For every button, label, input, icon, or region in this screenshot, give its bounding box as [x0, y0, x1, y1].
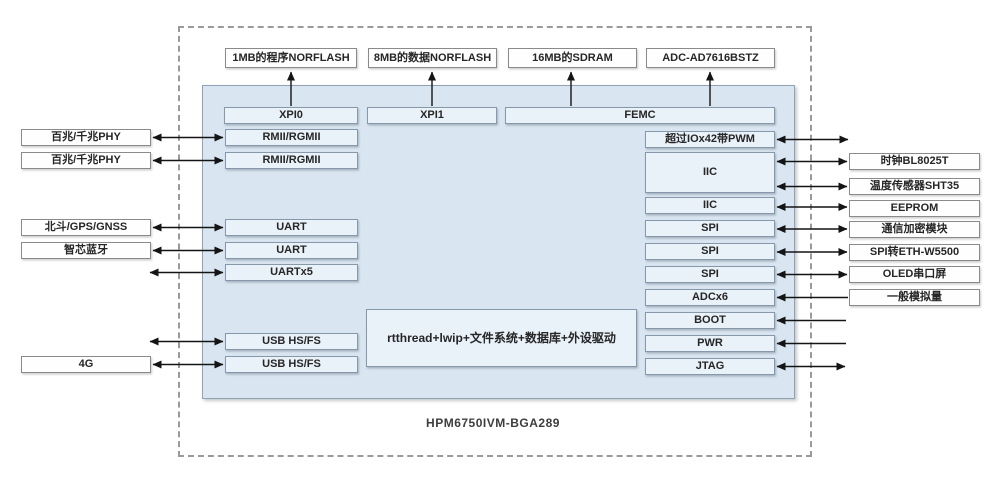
chip-name-label: HPM6750IVM-BGA289 [426, 416, 560, 430]
device-eeprom: EEPROM [849, 200, 980, 217]
port-femc: FEMC [505, 107, 775, 124]
device-rtc-bl8025t: 时钟BL8025T [849, 153, 980, 170]
port-uart-2: UART [225, 242, 358, 259]
port-xpi0: XPI0 [224, 107, 358, 124]
port-uart-1: UART [225, 219, 358, 236]
port-spi-3: SPI [645, 266, 775, 283]
device-phy-2: 百兆/千兆PHY [21, 152, 151, 169]
port-rmii-rgmii-2: RMII/RGMII [225, 152, 358, 169]
device-crypto-module: 通信加密模块 [849, 221, 980, 238]
port-adcx6: ADCx6 [645, 289, 775, 306]
device-4g: 4G [21, 356, 151, 373]
device-adc-ad7616: ADC-AD7616BSTZ [646, 48, 775, 68]
port-boot: BOOT [645, 312, 775, 329]
device-gnss: 北斗/GPS/GNSS [21, 219, 151, 236]
device-sht35: 温度传感器SHT35 [849, 178, 980, 195]
port-usb-2: USB HS/FS [225, 356, 358, 373]
port-pwr: PWR [645, 335, 775, 352]
port-iic-2: IIC [645, 197, 775, 214]
device-phy-1: 百兆/千兆PHY [21, 129, 151, 146]
device-bluetooth: 智芯蓝牙 [21, 242, 151, 259]
device-oled: OLED串口屏 [849, 266, 980, 283]
port-iic-1: IIC [645, 152, 775, 193]
device-analog: 一般模拟量 [849, 289, 980, 306]
port-pwm: 超过IOx42带PWM [645, 131, 775, 148]
device-w5500: SPI转ETH-W5500 [849, 244, 980, 261]
port-spi-2: SPI [645, 243, 775, 260]
device-sdram: 16MB的SDRAM [508, 48, 637, 68]
port-spi-1: SPI [645, 220, 775, 237]
software-stack-box: rtthread+lwip+文件系统+数据库+外设驱动 [366, 309, 637, 367]
port-jtag: JTAG [645, 358, 775, 375]
port-xpi1: XPI1 [367, 107, 497, 124]
port-rmii-rgmii-1: RMII/RGMII [225, 129, 358, 146]
port-uartx5: UARTx5 [225, 264, 358, 281]
device-program-norflash: 1MB的程序NORFLASH [225, 48, 357, 68]
device-data-norflash: 8MB的数据NORFLASH [368, 48, 497, 68]
port-usb-1: USB HS/FS [225, 333, 358, 350]
board-boundary [178, 26, 812, 457]
